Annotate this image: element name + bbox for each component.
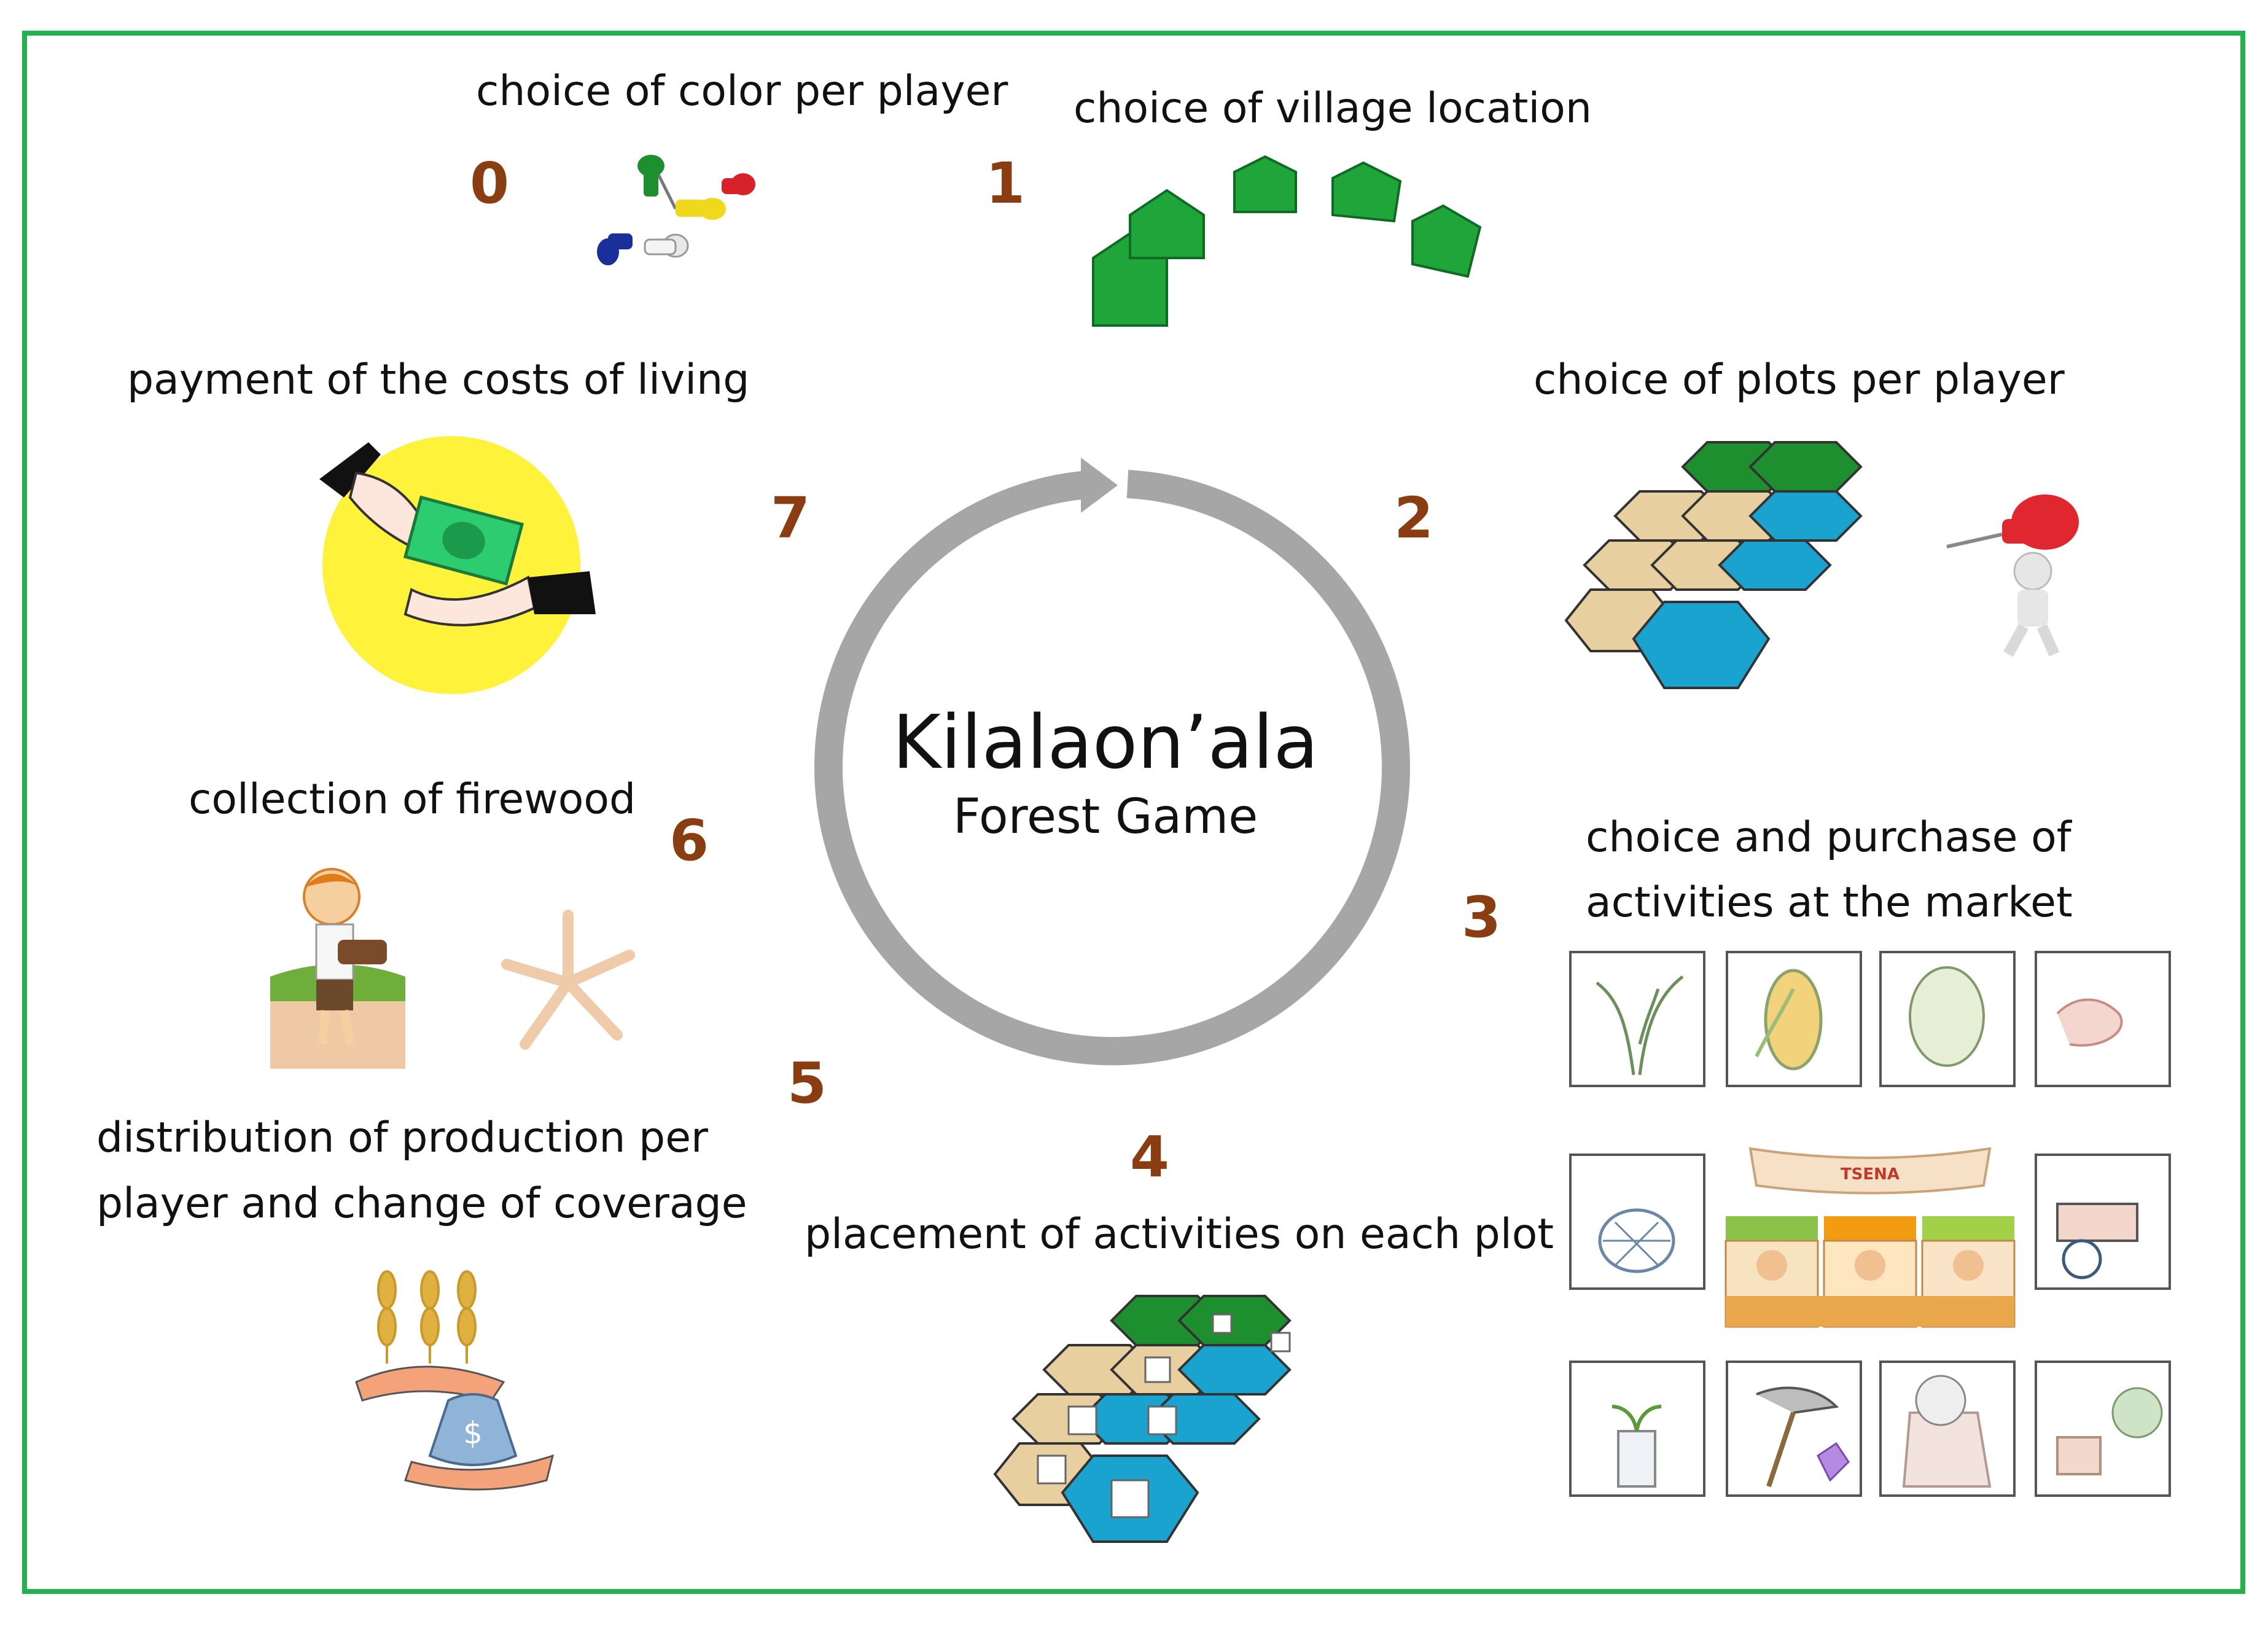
market-sign-text: TSENA [1841, 1165, 1900, 1184]
step-5-label-line1: distribution of production per [96, 1114, 708, 1162]
step-2-label: choice of plots per player [1533, 356, 2065, 404]
rice-tile [1569, 951, 1705, 1087]
svg-text:$: $ [463, 1415, 483, 1451]
step-1-number: 1 [986, 150, 1026, 216]
firewood-sticks-icon [501, 910, 635, 1050]
pushpins-icon [597, 155, 755, 265]
step-3-number: 3 [1462, 884, 1502, 950]
green-houses-icon [1092, 155, 1482, 327]
step-4-label: placement of activities on each plot [805, 1210, 1554, 1259]
step-5-label-line2: player and change of coverage [96, 1179, 747, 1228]
step-0-label: choice of color per player [476, 67, 1008, 115]
step-1-label: choice of village location [1074, 84, 1592, 133]
step-7-label: payment of the costs of living [127, 356, 750, 404]
money-exchange-icon [319, 436, 596, 694]
step-3-label-line1: choice and purchase of [1586, 813, 2071, 862]
firewood-collector-icon [270, 868, 405, 1069]
step-7-number: 7 [771, 485, 811, 551]
pickaxe-tile [1726, 1361, 1862, 1497]
game-subtitle: Forest Game [953, 789, 1258, 845]
pushpin-figure-icon [1946, 494, 2079, 657]
step-2-number: 2 [1394, 485, 1434, 551]
step-6-label: collection of firewood [189, 775, 636, 824]
hex-plots-icon [1564, 441, 1863, 689]
step-0-number: 0 [470, 150, 510, 216]
market-stall-icon: TSENA [1724, 1147, 2016, 1328]
harvest-money-icon: $ [355, 1270, 555, 1491]
game-title: Kilalaon’ala [892, 700, 1319, 786]
basket-tile [1569, 1154, 1705, 1290]
step-5-number: 5 [787, 1050, 827, 1116]
hex-plots-activities-icon [993, 1295, 1292, 1543]
diagram-frame [22, 31, 2245, 1594]
step-3-label-line2: activities at the market [1586, 878, 2073, 927]
step-6-number: 6 [669, 808, 709, 873]
step-4-number: 4 [1130, 1124, 1170, 1190]
